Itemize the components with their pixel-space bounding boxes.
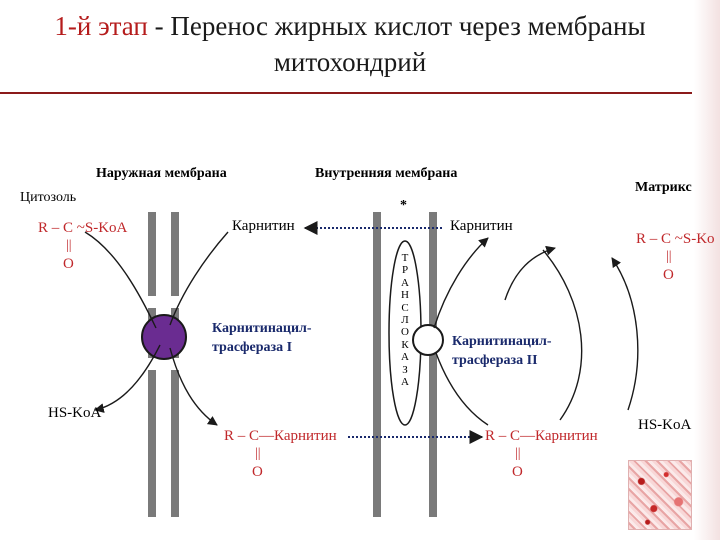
inner-membrane-right-bar [429,212,437,517]
title-line2: митохондрий [273,47,427,77]
hscoa-to-acylcoa-arrow [611,257,639,411]
enzyme2-to-carnitine-arrow [433,237,489,329]
acylcarnitine-to-enzyme2-curve [435,352,489,426]
slide-title: 1-й этап - Перенос жирных кислот через м… [0,8,700,80]
matrix-acylcarnitine: R – C—Карнитин [485,428,598,444]
asterisk-marker: * [400,198,407,213]
outer-membrane-gap [140,296,186,308]
translocase-letter: З [402,363,408,376]
enzyme-1-label-line2: трасфераза I [212,340,293,355]
matrix-label: Матрикс [635,180,692,195]
intermembrane-acyl-oxygen: O [252,464,263,480]
title-text: - Перенос жирных кислот через мембраны [147,11,646,41]
carnitine-acyltransferase-1-circle [141,314,187,360]
outer-membrane-label: Наружная мембрана [96,166,227,181]
matrix-acyl-oxygen: O [512,464,523,480]
matrix-acyl-coa-double-bond: || [666,249,672,264]
translocase-letter: С [401,301,409,314]
matrix-upper-arrow [504,245,556,301]
title-stage: 1-й этап [54,11,148,41]
acyl-coa-to-enzyme-curve [84,231,157,329]
cytosol-acyl-coa-formula: R – C ~S-KoA [38,220,127,237]
tissue-micrograph-thumbnail [628,460,692,530]
intermembrane-acylcarnitine: R – C—Карнитин [224,428,337,444]
translocase-letter: Р [401,264,409,277]
enzyme-2-label-line1: Карнитинацил- [452,334,552,349]
cytosol-acyl-double-bond: || [66,238,72,253]
translocase-letter: О [401,326,409,339]
translocase-letter: Л [401,314,409,327]
matrix-hs-coa: HS-KoA [638,417,692,433]
translocase-letter: А [401,376,409,389]
enzyme-1-label-line1: Карнитинацил- [212,321,312,336]
matrix-acyl-coa-oxygen: O [663,267,674,283]
title-divider [0,92,692,94]
inner-membrane-label: Внутренняя мембрана [315,166,458,181]
enzyme-to-acylcarnitine-arrow [169,347,218,426]
cytosol-hs-coa: HS-KoA [48,405,102,421]
decorative-side-strip [694,0,720,540]
enzyme-to-hscoa-arrow [94,344,161,413]
inner-membrane-left-bar [373,212,381,517]
translocase-letter: А [401,276,409,289]
intermembrane-carnitine: Карнитин [232,218,295,234]
cytosol-label: Цитозоль [20,190,77,205]
matrix-acyl-double-bond: || [515,446,521,461]
translocase-letter: Н [401,289,409,302]
matrix-acyl-coa-formula: R – C ~S-Ko [636,231,715,247]
cytosol-acyl-coa-text: R – C ~S-KoA [38,220,128,236]
enzyme-2-label-line2: трасфераза II [452,353,538,368]
matrix-carnitine: Карнитин [450,218,513,234]
translocase-letter: К [401,338,409,351]
matrix-down-curve [542,249,583,421]
translocase-letter: Т [401,252,409,264]
carnitine-acyltransferase-2-circle [412,324,444,356]
cytosol-acyl-oxygen: O [63,256,74,272]
intermembrane-acyl-double-bond: || [255,446,261,461]
translocase-letter: А [401,351,409,364]
carnitine-to-enzyme-curve [169,231,229,326]
